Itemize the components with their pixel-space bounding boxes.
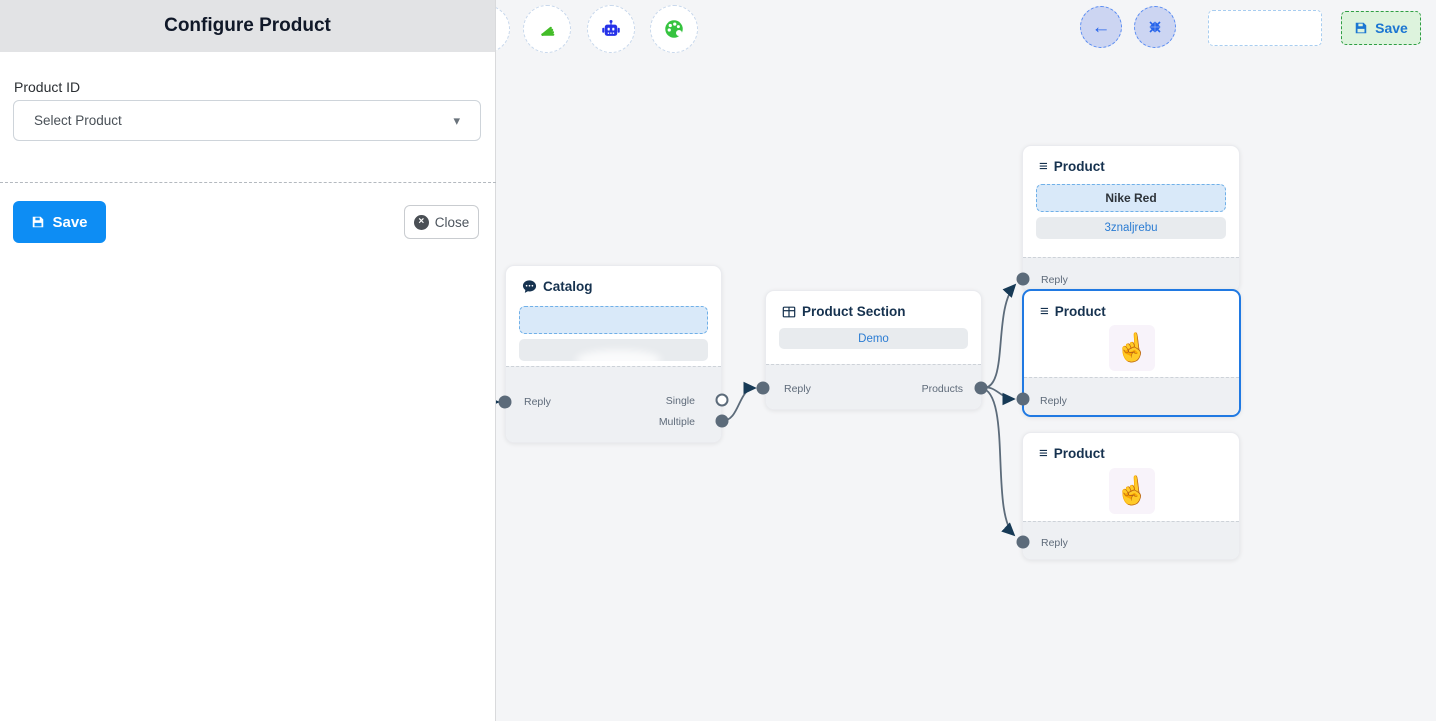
fit-view-button[interactable] bbox=[1134, 6, 1176, 48]
save-button[interactable]: Save bbox=[13, 201, 106, 243]
product-bottom-header: ≡ Product bbox=[1023, 433, 1239, 461]
panel-divider bbox=[0, 182, 496, 183]
menu-icon: ≡ bbox=[1039, 445, 1048, 462]
catalog-node[interactable]: Catalog Reply Single Multiple bbox=[505, 265, 722, 443]
hand-cursor-overlay: ☝ bbox=[1109, 325, 1155, 371]
catalog-selected-item[interactable] bbox=[519, 306, 708, 334]
product-top-header: ≡ Product bbox=[1023, 146, 1239, 174]
hand-pointer-icon: ☝ bbox=[1113, 474, 1151, 508]
save-button-label: Save bbox=[52, 213, 88, 231]
menu-icon: ≡ bbox=[1039, 158, 1048, 175]
product-top-id-label: 3znaljrebu bbox=[1104, 222, 1158, 234]
flow-canvas[interactable]: ← Save bbox=[496, 0, 1436, 721]
product-select-value: Select Product bbox=[34, 113, 122, 128]
product-node-top[interactable]: ≡ Product Nike Red 3znaljrebu Reply bbox=[1022, 145, 1240, 292]
edge-products-to-product-bottom[interactable] bbox=[980, 387, 1016, 537]
product-bottom-reply-port-label: Reply bbox=[1041, 537, 1068, 549]
product-section-item[interactable]: Demo bbox=[779, 328, 968, 349]
close-button-label: Close bbox=[434, 214, 470, 230]
chat-icon bbox=[522, 279, 537, 294]
product-section-node[interactable]: Product Section Demo Reply Products bbox=[765, 290, 982, 410]
compress-icon bbox=[1147, 19, 1163, 35]
section-products-port-label: Products bbox=[921, 383, 963, 395]
product-top-footer bbox=[1023, 257, 1239, 291]
close-button[interactable]: × Close bbox=[404, 205, 479, 239]
back-arrow-icon: ← bbox=[1091, 16, 1111, 38]
edge-products-to-product-top[interactable] bbox=[980, 283, 1017, 389]
save-icon bbox=[31, 215, 45, 229]
edge-multiple-to-section[interactable] bbox=[721, 381, 757, 422]
save-icon bbox=[1354, 21, 1368, 35]
robot-icon bbox=[601, 19, 621, 39]
product-middle-footer bbox=[1024, 377, 1239, 415]
catalog-reply-port-label: Reply bbox=[524, 396, 551, 408]
bot-tool-button[interactable] bbox=[587, 5, 635, 53]
product-section-header: Product Section bbox=[766, 291, 981, 319]
product-select[interactable]: Select Product ▾ bbox=[13, 100, 481, 141]
canvas-save-label: Save bbox=[1375, 20, 1408, 36]
product-node-middle[interactable]: ≡ Product Reply bbox=[1022, 289, 1241, 417]
panel-title: Configure Product bbox=[164, 15, 331, 36]
catalog-id-item[interactable] bbox=[519, 339, 708, 361]
chevron-down-icon: ▾ bbox=[453, 112, 460, 128]
section-reply-port-label: Reply bbox=[784, 383, 811, 395]
product-top-reply-port-label: Reply bbox=[1041, 274, 1068, 286]
product-top-selected-label: Nike Red bbox=[1105, 191, 1157, 205]
stack-icon bbox=[538, 20, 556, 38]
stack-tool-button[interactable] bbox=[523, 5, 571, 53]
product-section-title: Product Section bbox=[802, 304, 906, 319]
table-grid-icon bbox=[782, 305, 796, 319]
product-middle-reply-port-label: Reply bbox=[1040, 395, 1067, 407]
edge-products-to-product-middle[interactable] bbox=[980, 386, 1016, 406]
configure-product-panel: Configure Product Product ID Select Prod… bbox=[0, 0, 496, 721]
menu-icon: ≡ bbox=[1040, 303, 1049, 320]
product-middle-header: ≡ Product bbox=[1024, 291, 1239, 319]
canvas-save-button[interactable]: Save bbox=[1341, 11, 1421, 45]
product-section-footer bbox=[766, 364, 981, 409]
hidden-tool-button[interactable] bbox=[496, 5, 510, 53]
empty-action-slot[interactable] bbox=[1208, 10, 1322, 46]
product-top-id-item[interactable]: 3znaljrebu bbox=[1036, 217, 1226, 239]
back-button[interactable]: ← bbox=[1080, 6, 1122, 48]
product-bottom-title: Product bbox=[1053, 446, 1105, 461]
product-top-selected-item[interactable]: Nike Red bbox=[1036, 184, 1226, 212]
palette-icon bbox=[664, 19, 684, 39]
catalog-node-title: Catalog bbox=[543, 279, 593, 294]
product-id-label: Product ID bbox=[14, 79, 81, 95]
catalog-single-port-label: Single bbox=[665, 395, 695, 407]
catalog-node-footer bbox=[506, 366, 721, 442]
hand-pointer-icon: ☝ bbox=[1113, 331, 1151, 365]
catalog-node-header: Catalog bbox=[506, 266, 721, 294]
product-section-item-label: Demo bbox=[858, 332, 889, 345]
product-top-title: Product bbox=[1053, 159, 1105, 174]
panel-header: Configure Product bbox=[0, 0, 495, 52]
catalog-multiple-port-label: Multiple bbox=[658, 416, 695, 428]
palette-tool-button[interactable] bbox=[650, 5, 698, 53]
hand-cursor-overlay: ☝ bbox=[1109, 468, 1155, 514]
close-icon: × bbox=[413, 214, 429, 230]
product-bottom-footer bbox=[1023, 521, 1239, 559]
product-middle-title: Product bbox=[1054, 304, 1106, 319]
